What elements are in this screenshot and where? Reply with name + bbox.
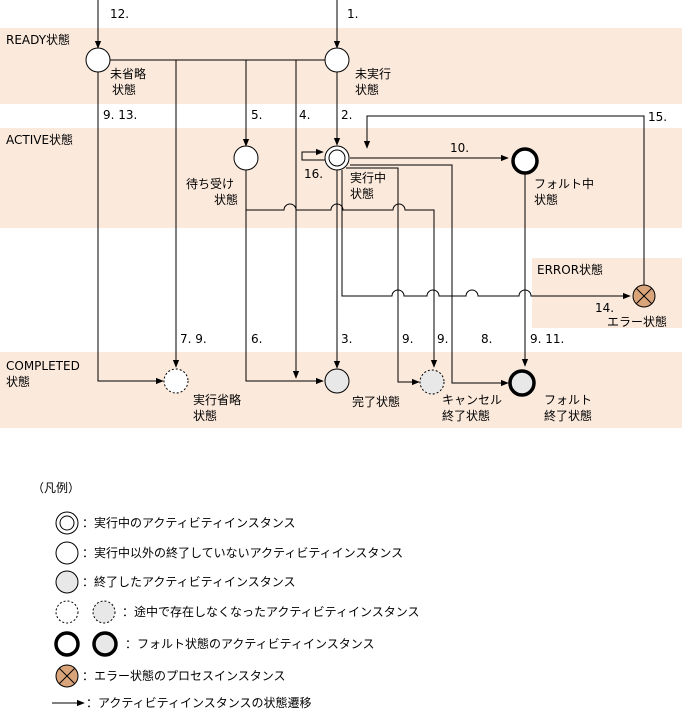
completed-state-label: COMPLETED	[6, 359, 80, 373]
legend-fault: ：フォルト状態のアクティビティインスタンス	[54, 631, 374, 657]
error-state-label: ERROR状態	[537, 262, 603, 277]
skip-done-label: 実行省略	[193, 392, 241, 407]
waiting-label-2: 状態	[214, 192, 238, 207]
transition-3-label: 3.	[341, 332, 352, 346]
cancel-done-node	[419, 369, 445, 395]
running-label-2: 状態	[350, 186, 374, 201]
transition-4-label: 4.	[299, 108, 310, 122]
skip-ready-label-2: 状態	[112, 82, 136, 97]
skip-ready-label: 未省略	[110, 66, 146, 81]
svg-text:：途中で存在しなくなったアクティビティインスタンス: ：途中で存在しなくなったアクティビティインスタンス	[122, 604, 419, 619]
legend-finished: ：終了したアクティビティインスタンス	[55, 570, 295, 594]
transition-9-11-label: 9. 11.	[530, 332, 564, 346]
fault-done-label: フォルト	[544, 393, 592, 407]
legend-title: （凡例）	[32, 481, 80, 495]
transition-7-9-label: 7. 9.	[180, 332, 207, 346]
transition-10-label: 10.	[450, 141, 469, 155]
unexecuted-label-2: 状態	[355, 82, 379, 97]
svg-text:：実行中のアクティビティインスタンス: ：実行中のアクティビティインスタンス	[82, 515, 295, 530]
transition-5-label: 5.	[251, 108, 262, 122]
completed-state-label-2: 状態	[6, 374, 30, 389]
transition-8-label: 8.	[481, 332, 492, 346]
waiting-node	[233, 145, 259, 171]
running-node	[324, 145, 350, 171]
svg-text:：フォルト状態のアクティビティインスタンス: ：フォルト状態のアクティビティインスタンス	[125, 636, 374, 651]
transition-1-label: 1.	[347, 7, 358, 21]
skip-done-node	[163, 368, 189, 394]
legend-vanished: ：途中で存在しなくなったアクティビティインスタンス	[55, 600, 419, 624]
cancel-label-2: 終了状態	[442, 408, 490, 423]
completed-node	[324, 368, 350, 394]
transition-2-label: 2.	[341, 108, 352, 122]
fault-active-node	[511, 147, 539, 175]
fault-active-label: フォルト中	[534, 176, 594, 191]
legend-error: ：エラー状態のプロセスインスタンス	[55, 664, 286, 688]
transition-12-label: 12.	[110, 7, 129, 21]
transition-16-label: 16.	[304, 167, 323, 181]
error-band	[532, 258, 682, 328]
active-band	[0, 128, 682, 228]
skip-done-label-2: 状態	[193, 408, 217, 423]
error-node	[632, 284, 656, 308]
ready-state-label: READY状態	[6, 32, 70, 47]
svg-text:：終了したアクティビティインスタンス: ：終了したアクティビティインスタンス	[82, 574, 295, 589]
fault-done-label-2: 終了状態	[544, 408, 592, 423]
fault-done-node	[508, 369, 536, 397]
svg-text:：エラー状態のプロセスインスタンス: ：エラー状態のプロセスインスタンス	[82, 668, 286, 683]
waiting-label: 待ち受け	[186, 177, 234, 191]
error-label: エラー状態	[607, 314, 667, 329]
active-state-label: ACTIVE状態	[6, 132, 73, 147]
legend-transition: ：アクティビティインスタンスの状態遷移	[52, 695, 311, 710]
transition-15-label: 15.	[648, 110, 667, 124]
running-label: 実行中	[350, 170, 386, 185]
legend-not-finished: ：実行中以外の終了していないアクティビティインスタンス	[55, 541, 403, 565]
transition-6-label: 6.	[251, 332, 262, 346]
legend-running: ：実行中のアクティビティインスタンス	[55, 511, 295, 535]
skip-ready-node	[85, 47, 111, 73]
transition-9b-label: 9.	[437, 332, 448, 346]
completed-label: 完了状態	[352, 394, 400, 409]
svg-text:：アクティビティインスタンスの状態遷移: ：アクティビティインスタンスの状態遷移	[86, 695, 311, 710]
transition-14-label: 14.	[595, 301, 614, 315]
unexecuted-node	[324, 47, 350, 73]
transition-9-13-label: 9. 13.	[103, 108, 137, 122]
svg-text:：実行中以外の終了していないアクティビティインスタンス: ：実行中以外の終了していないアクティビティインスタンス	[82, 545, 403, 560]
transition-9a-label: 9.	[402, 332, 413, 346]
fault-active-label-2: 状態	[534, 192, 558, 207]
unexecuted-label: 未実行	[355, 66, 391, 81]
cancel-label: キャンセル	[442, 393, 502, 407]
